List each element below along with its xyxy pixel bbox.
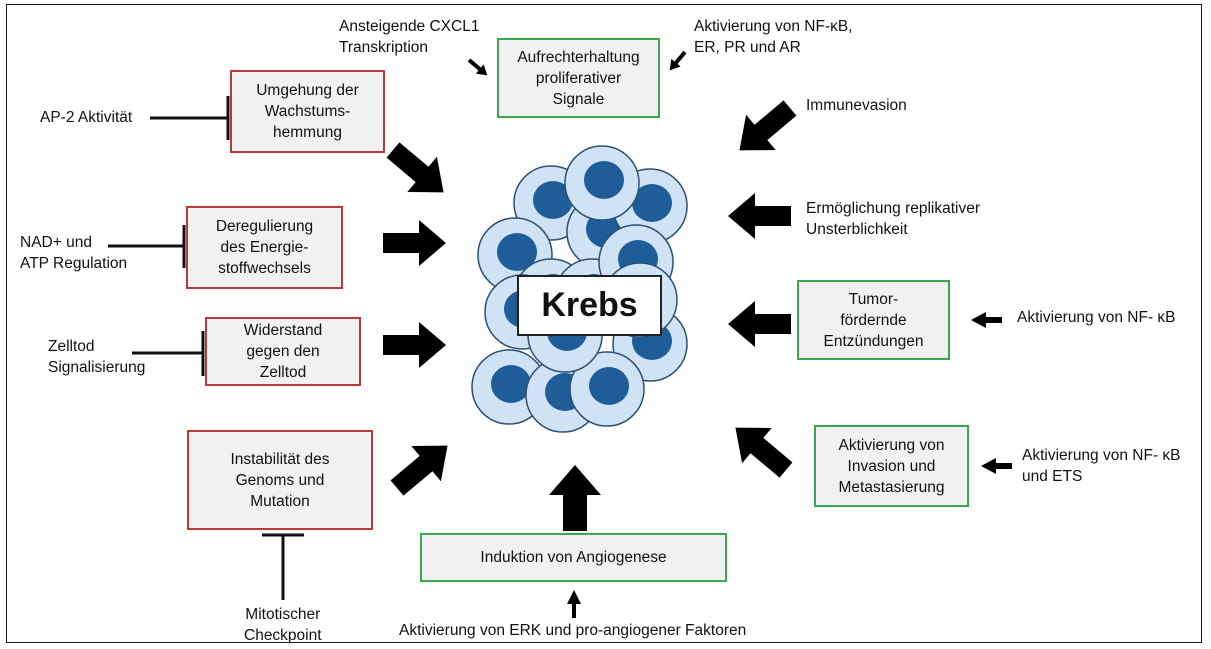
arrow-invasion — [735, 427, 793, 478]
cxcl1-small-arrow — [467, 58, 488, 76]
arrow-erk — [567, 590, 581, 618]
box-angiogenesis: Induktion von Angiogenese — [420, 533, 727, 582]
label-nad-atp: NAD+ und ATP Regulation — [20, 234, 128, 272]
arrow-nfkb-ets — [981, 458, 1012, 474]
label-cxcl1: Ansteigende CXCL1 Transkription — [339, 18, 480, 56]
label-mitotic-checkpoint: Mitotischer Checkpoint — [244, 606, 322, 644]
nfkb-receptors-small-arrow — [669, 50, 687, 71]
arrow-growth-suppression — [386, 142, 444, 193]
center-label: Krebs — [517, 275, 662, 336]
arrow-energy — [383, 220, 446, 266]
box-genome-instability: Instabilität des Genoms und Mutation — [187, 430, 373, 530]
cell-nucleus — [491, 365, 531, 403]
label-cell-death-signaling: Zelltod Signalisierung — [48, 338, 146, 376]
box-invasion-metastasis: Aktivierung von Invasion und Metastasier… — [814, 425, 969, 507]
arrow-cell-death — [383, 322, 446, 368]
inhibition-lines — [108, 96, 304, 600]
diagram-frame — [6, 4, 1202, 643]
box-proliferative-signals: Aufrechterhaltung proliferativer Signale — [497, 38, 660, 118]
label-nfkb-ets: Aktivierung von NF- κB und ETS — [1022, 447, 1181, 485]
cell-nucleus — [589, 367, 629, 405]
box-tumor-inflammation: Tumor- fördernde Entzündungen — [797, 280, 950, 360]
label-erk-angiogenic: Aktivierung von ERK und pro-angiogener F… — [399, 622, 747, 639]
arrow-nfkb-inflammation — [971, 312, 1002, 328]
label-immune-evasion: Immunevasion — [806, 97, 907, 114]
box-growth-suppression: Umgehung der Wachstums- hemmung — [230, 70, 385, 153]
cell-nucleus — [584, 161, 624, 199]
arrow-immune — [739, 100, 797, 151]
cell-nucleus — [632, 184, 672, 222]
arrow-immortality — [728, 193, 791, 239]
arrow-angiogenesis — [549, 465, 601, 531]
box-energy-metabolism: Deregulierung des Energie- stoffwechsels — [186, 206, 343, 289]
cell-nucleus — [497, 233, 537, 271]
label-nfkb-receptors: Aktivierung von NF-κB, ER, PR und AR — [694, 18, 853, 56]
cell-nucleus — [533, 181, 573, 219]
box-cell-death-resistance: Widerstand gegen den Zelltod — [205, 317, 361, 386]
label-nfkb-inflammation: Aktivierung von NF- κB — [1017, 309, 1176, 326]
arrow-genome — [390, 445, 448, 496]
arrows — [383, 50, 1012, 618]
label-ap2-activity: AP-2 Aktivität — [40, 109, 133, 126]
arrow-inflammation — [728, 301, 791, 347]
label-replicative-immortality: Ermöglichung replikativer Unsterblichkei… — [806, 200, 981, 238]
